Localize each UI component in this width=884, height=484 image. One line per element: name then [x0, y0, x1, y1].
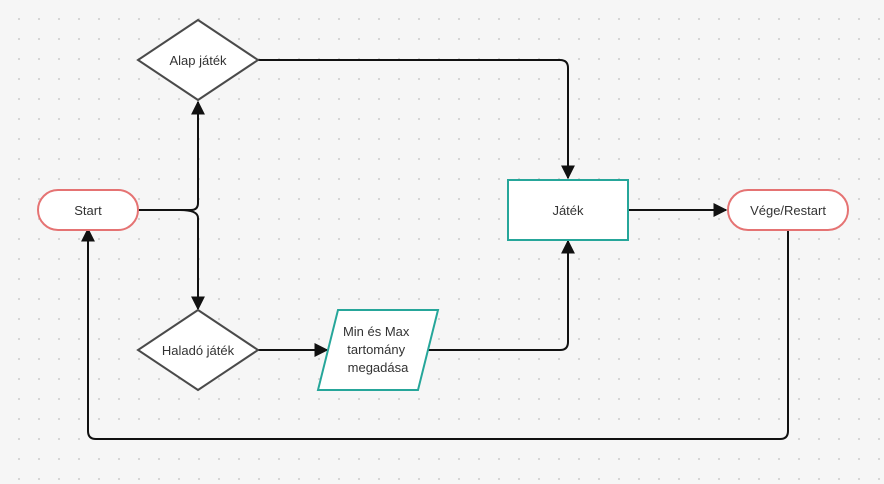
node-halado-jatek-label: Haladó játék	[162, 343, 235, 358]
node-vege-restart[interactable]: Vége/Restart	[727, 189, 849, 231]
node-min-max-line-2: tartomány	[347, 342, 405, 357]
input-shape	[316, 309, 440, 391]
edge-alap-to-jatek[interactable]	[258, 59, 575, 180]
node-min-max-label: Min és Max tartomány megadása	[343, 324, 413, 375]
process-shape	[507, 179, 629, 241]
node-halado-jatek[interactable]: Haladó játék	[136, 308, 260, 392]
edge-vege-to-start[interactable]	[81, 227, 789, 440]
decision-shape	[136, 18, 260, 102]
node-min-max-line-3: megadása	[348, 360, 409, 375]
node-min-max-line-1: Min és Max	[343, 324, 410, 339]
node-jatek[interactable]: Játék	[507, 179, 629, 241]
terminal-shape	[37, 189, 139, 231]
edge-minmax-to-jatek[interactable]	[428, 239, 575, 351]
edge-start-to-alap[interactable]	[138, 100, 205, 211]
decision-shape	[136, 308, 260, 392]
node-min-max-input[interactable]: Min és Max tartomány megadása	[316, 309, 440, 391]
edges	[81, 59, 789, 440]
node-alap-jatek[interactable]: Alap játék	[136, 18, 260, 102]
node-alap-jatek-label: Alap játék	[169, 53, 227, 68]
node-vege-restart-label: Vége/Restart	[750, 203, 826, 218]
node-start-label: Start	[74, 203, 102, 218]
node-jatek-label: Játék	[552, 203, 584, 218]
terminal-shape	[727, 189, 849, 231]
node-start[interactable]: Start	[37, 189, 139, 231]
edge-start-to-halado[interactable]	[179, 209, 205, 311]
